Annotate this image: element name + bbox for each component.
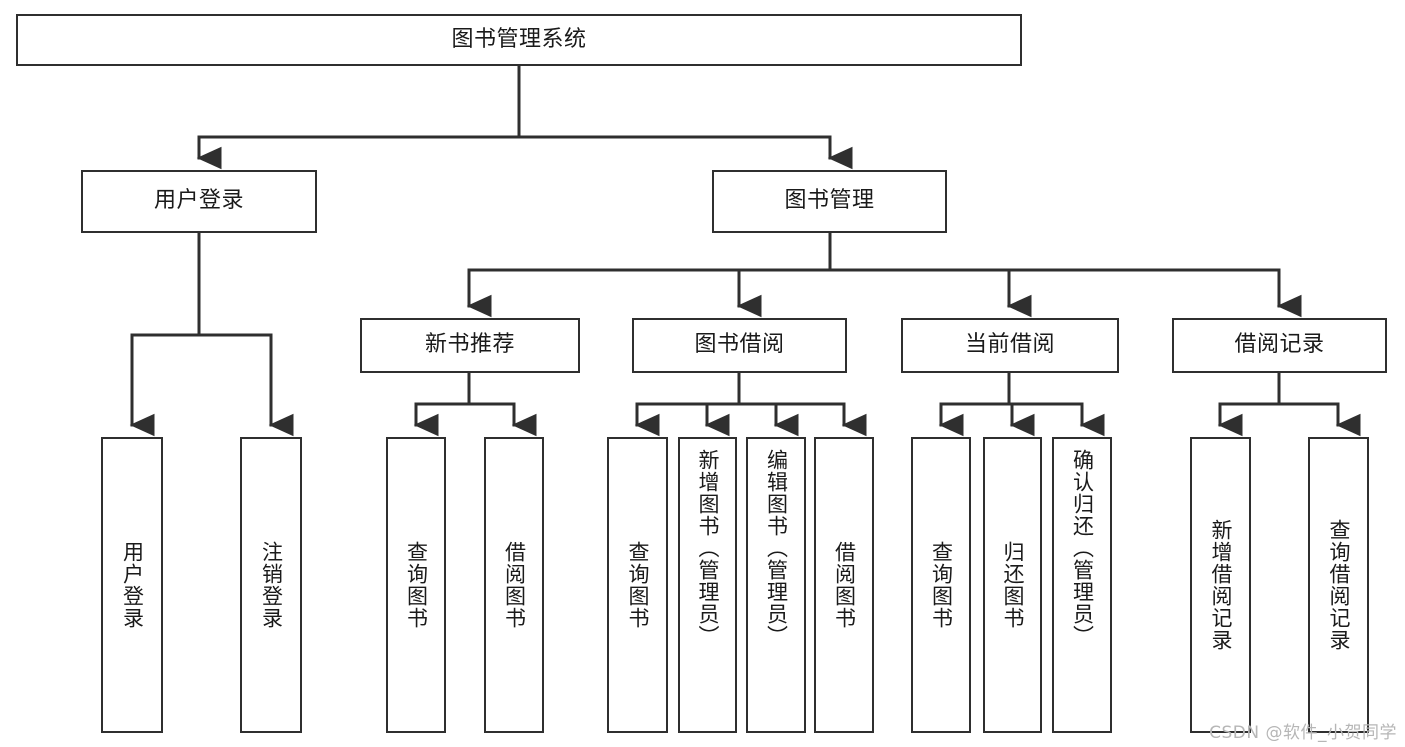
node-leaf-logout-login-label: 注销登录: [259, 541, 284, 629]
node-leaf-confirm-return-admin-label: 确认归还（管理员）: [1070, 449, 1095, 647]
node-leaf-user-login[interactable]: 用户登录: [101, 437, 163, 733]
node-leaf-borrow-book[interactable]: 借阅图书: [814, 437, 874, 733]
node-leaf-edit-book-admin-label: 编辑图书（管理员）: [764, 449, 789, 647]
node-leaf-add-borrow-record-label: 新增借阅记录: [1208, 519, 1233, 651]
node-leaf-query-book-recommend[interactable]: 查询图书: [386, 437, 446, 733]
node-leaf-query-book-borrow-label: 查询图书: [625, 541, 650, 629]
node-borrow-record[interactable]: 借阅记录: [1172, 318, 1387, 373]
node-book-borrow[interactable]: 图书借阅: [632, 318, 847, 373]
node-leaf-borrow-book-recommend-label: 借阅图书: [502, 541, 527, 629]
node-leaf-query-borrow-record[interactable]: 查询借阅记录: [1308, 437, 1369, 733]
node-leaf-add-borrow-record[interactable]: 新增借阅记录: [1190, 437, 1251, 733]
node-user-login[interactable]: 用户登录: [81, 170, 317, 233]
node-leaf-return-book-label: 归还图书: [1000, 541, 1025, 629]
node-leaf-user-login-label: 用户登录: [120, 541, 145, 629]
node-book-management[interactable]: 图书管理: [712, 170, 947, 233]
node-leaf-query-borrow-record-label: 查询借阅记录: [1326, 519, 1351, 651]
node-leaf-logout-login[interactable]: 注销登录: [240, 437, 302, 733]
node-root-label: 图书管理系统: [451, 26, 587, 52]
node-leaf-borrow-book-label: 借阅图书: [832, 541, 857, 629]
node-leaf-borrow-book-recommend[interactable]: 借阅图书: [484, 437, 544, 733]
node-borrow-record-label: 借阅记录: [1234, 332, 1325, 358]
node-leaf-query-book-current[interactable]: 查询图书: [911, 437, 971, 733]
node-leaf-edit-book-admin[interactable]: 编辑图书（管理员）: [746, 437, 806, 733]
node-leaf-add-book-admin[interactable]: 新增图书（管理员）: [678, 437, 737, 733]
node-new-book-recommend-label: 新书推荐: [424, 332, 515, 358]
node-book-borrow-label: 图书借阅: [694, 332, 785, 358]
node-current-borrow[interactable]: 当前借阅: [901, 318, 1119, 373]
node-user-login-label: 用户登录: [153, 188, 244, 214]
node-root-system[interactable]: 图书管理系统: [16, 14, 1022, 66]
node-leaf-query-book-current-label: 查询图书: [929, 541, 954, 629]
node-book-management-label: 图书管理: [784, 188, 875, 214]
node-leaf-query-book-borrow[interactable]: 查询图书: [607, 437, 668, 733]
node-new-book-recommend[interactable]: 新书推荐: [360, 318, 580, 373]
node-leaf-confirm-return-admin[interactable]: 确认归还（管理员）: [1052, 437, 1112, 733]
node-leaf-add-book-admin-label: 新增图书（管理员）: [695, 449, 720, 647]
node-current-borrow-label: 当前借阅: [964, 332, 1055, 358]
node-leaf-query-book-recommend-label: 查询图书: [404, 541, 429, 629]
node-leaf-return-book[interactable]: 归还图书: [983, 437, 1042, 733]
